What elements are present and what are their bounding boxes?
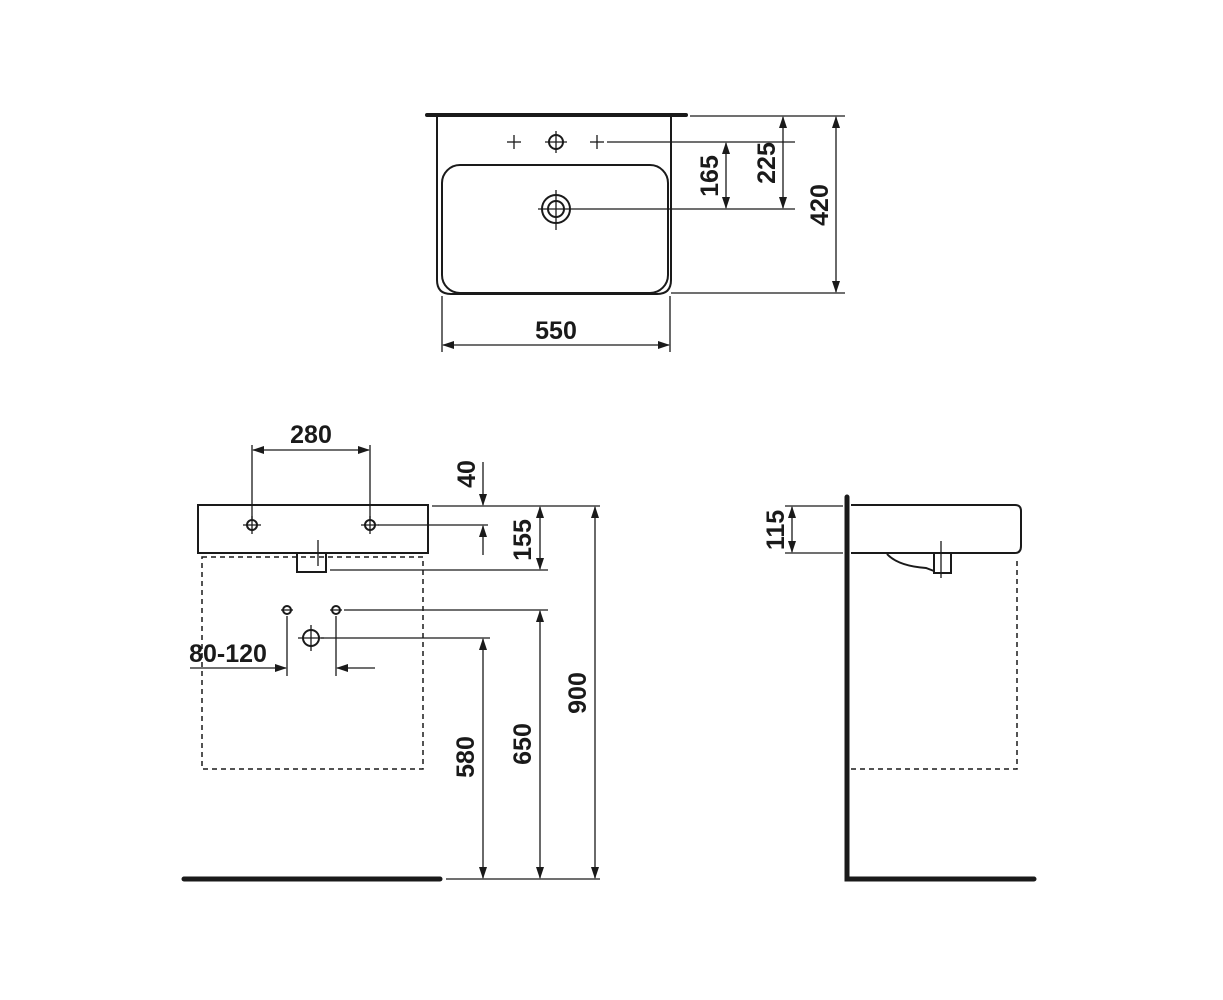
dim-label-420: 420 [806,184,834,226]
dim-label-165: 165 [696,155,724,197]
side-drain-fitting [933,554,952,574]
supply-point-right-icon [330,605,342,615]
basin-outline [436,117,672,295]
basin-side-bowl-curve [886,553,935,572]
vanity-unit-outline [201,556,424,770]
basin-side-outline [851,504,1022,554]
drain-fitting [296,554,327,573]
dim-label-580: 580 [452,736,480,778]
dim-label-80-120: 80-120 [189,640,267,668]
dim-label-225: 225 [753,142,781,184]
dim-label-155: 155 [509,519,537,561]
front-view: 280 40 155 80-120 580 650 900 [181,421,600,882]
supply-point-left-icon [281,605,293,615]
tap-hole-center-icon [545,131,567,153]
side-vanity-unit-outline [851,557,1018,770]
basin-front-outline [197,504,429,554]
dim-label-900: 900 [564,672,592,714]
top-view: 165 225 420 550 [425,113,845,352]
waste-outlet-icon [298,625,324,651]
drain-icon [538,190,574,230]
bowl-outline [441,164,669,294]
dim-label-280: 280 [290,421,332,449]
dim-label-115: 115 [762,510,790,550]
dim-label-40: 40 [453,460,481,488]
wall-and-floor-line [844,494,1037,882]
dim-label-550: 550 [535,317,577,345]
tap-hole-left-cross-icon [507,135,521,149]
dim-label-650: 650 [509,723,537,765]
tap-hole-right-cross-icon [590,135,604,149]
side-view: 115 [762,494,1037,882]
